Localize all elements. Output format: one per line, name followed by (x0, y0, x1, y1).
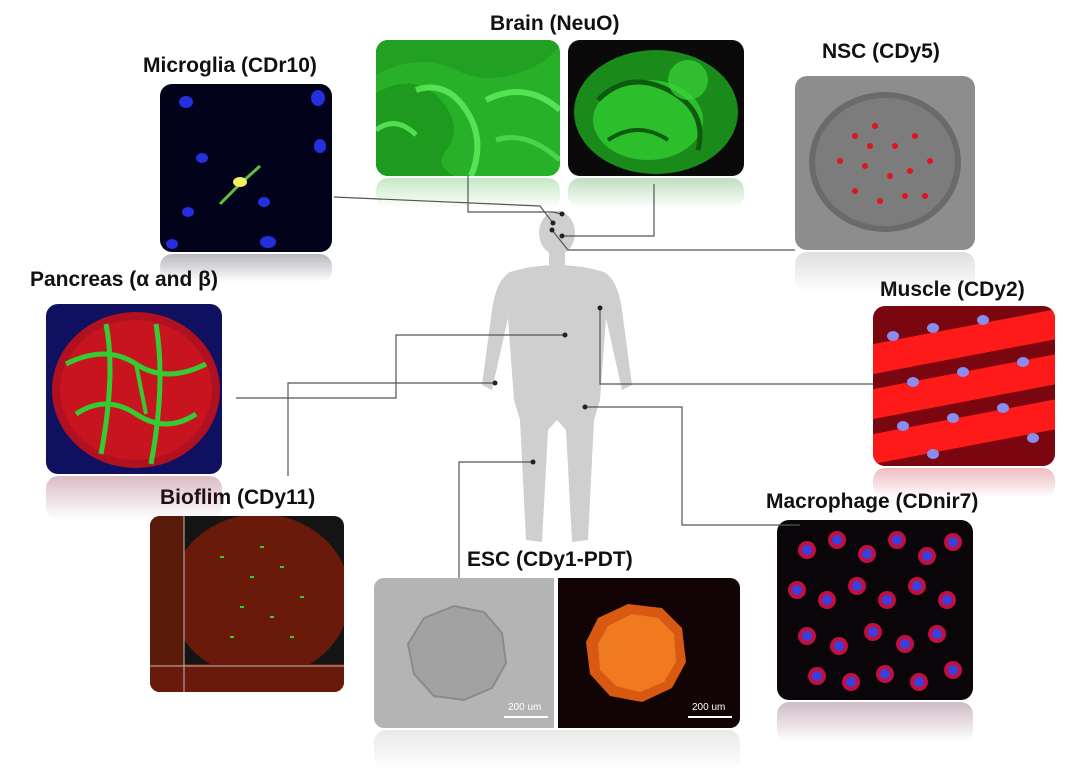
label-macrophage: Macrophage (CDnir7) (766, 490, 979, 513)
label-pancreas: Pancreas (α and β) (30, 268, 218, 291)
muscle-image-reflection (873, 468, 1055, 498)
brain-image-right (568, 40, 744, 176)
microglia-image-reflection (160, 254, 332, 282)
muscle-image (873, 306, 1055, 466)
esc-image-brightfield: 200 um (374, 578, 554, 728)
label-brain: Brain (NeuO) (490, 12, 620, 35)
organ-markers (492, 211, 603, 465)
esc-right-scale-text: 200 um (692, 702, 726, 713)
microglia-image (160, 84, 332, 252)
macrophage-image (777, 520, 973, 700)
esc-image-fluorescence: 200 um (558, 578, 740, 728)
nsc-image (795, 76, 975, 250)
label-esc: ESC (CDy1-PDT) (467, 548, 633, 571)
esc-left-scale-text: 200 um (508, 702, 542, 713)
label-nsc: NSC (CDy5) (822, 40, 940, 63)
pancreas-image (46, 304, 222, 474)
biofilm-image (150, 516, 344, 692)
human-silhouette (482, 211, 632, 542)
macrophage-image-reflection (777, 702, 973, 742)
brain-image-left (376, 40, 560, 176)
label-muscle: Muscle (CDy2) (880, 278, 1025, 301)
nsc-image-reflection (795, 252, 975, 292)
brain-image-right-reflection (568, 178, 744, 208)
label-biofilm: Bioflim (CDy11) (160, 486, 316, 509)
esc-image-reflection (374, 730, 740, 770)
label-microglia: Microglia (CDr10) (143, 54, 317, 77)
esc-left-scale-bar (504, 716, 548, 718)
esc-right-scale-bar (688, 716, 732, 718)
pancreas-image-reflection (46, 476, 222, 520)
